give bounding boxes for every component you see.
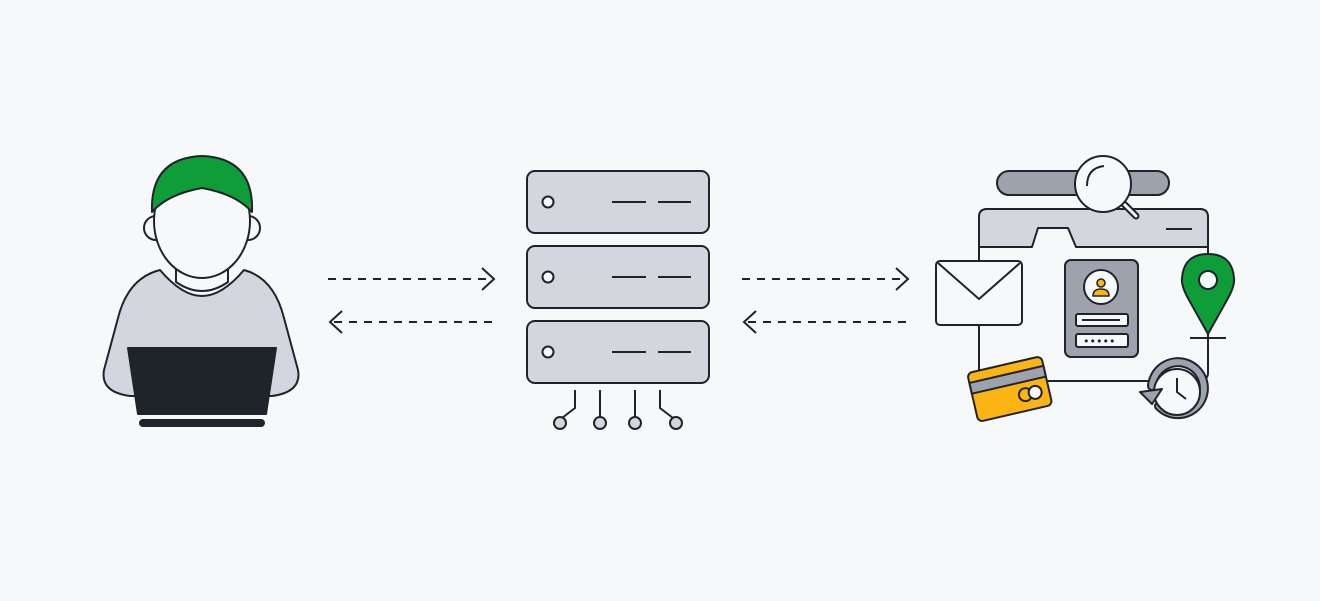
- arrow-data-to-server: [742, 310, 908, 334]
- server-unit-2: [526, 245, 710, 309]
- server-unit-1: [526, 170, 710, 234]
- password-mask: •••••: [1083, 335, 1115, 348]
- id-card-icon: •••••: [1064, 259, 1139, 358]
- arrow-server-to-data: [742, 267, 910, 291]
- arrow-user-to-server: [328, 267, 496, 291]
- arrow-server-to-user: [328, 310, 494, 334]
- credit-card-icon: [967, 356, 1053, 422]
- server-network-connectors: [553, 390, 683, 430]
- person-hair: [150, 155, 254, 213]
- person-with-laptop-icon: [102, 155, 300, 427]
- server-rack-icon: [526, 170, 710, 430]
- envelope-icon: [935, 260, 1023, 326]
- history-clock-icon: [1139, 357, 1209, 420]
- laptop-base: [139, 419, 265, 427]
- location-pin-icon: [1180, 253, 1236, 339]
- server-unit-3: [526, 320, 710, 384]
- browser-header: [978, 208, 1209, 248]
- personal-data-browser-icon: •••••: [935, 155, 1236, 422]
- laptop-screen: [127, 347, 277, 415]
- password-field: [1075, 333, 1129, 348]
- magnifier-icon: [1074, 155, 1140, 220]
